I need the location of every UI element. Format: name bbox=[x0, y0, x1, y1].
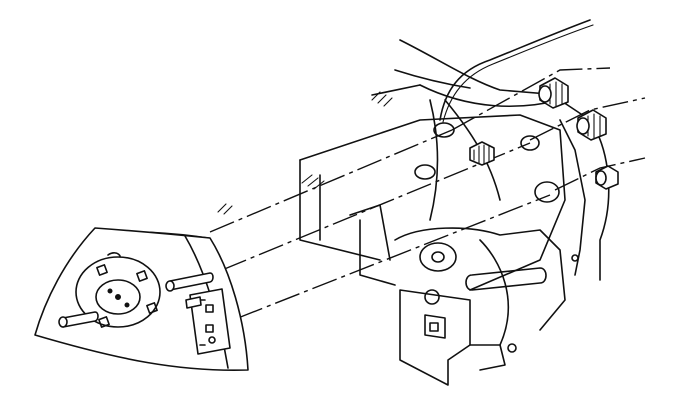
retaining-nut-3 bbox=[595, 165, 619, 190]
alignment-line-3 bbox=[237, 194, 551, 319]
alignment-line-6 bbox=[554, 157, 646, 191]
alignment-line-2 bbox=[221, 142, 531, 271]
lamp-reflector bbox=[75, 256, 161, 328]
lamp-mounting-studs bbox=[58, 272, 214, 328]
retaining-nut-4 bbox=[469, 141, 495, 166]
wiring-harness bbox=[439, 19, 594, 123]
retaining-nuts bbox=[469, 77, 619, 190]
lamp-lens-housing bbox=[34, 227, 249, 372]
retaining-nut-1 bbox=[538, 77, 569, 109]
alignment-line-4 bbox=[451, 67, 611, 131]
alignment-line-5 bbox=[529, 97, 646, 141]
mounting-stud-2 bbox=[58, 311, 99, 328]
mounting-stud-1 bbox=[165, 272, 214, 292]
alignment-lines bbox=[209, 67, 646, 319]
retaining-nut-2 bbox=[576, 109, 607, 141]
mounting-stud-3 bbox=[185, 296, 202, 309]
alignment-line-1 bbox=[209, 129, 453, 233]
